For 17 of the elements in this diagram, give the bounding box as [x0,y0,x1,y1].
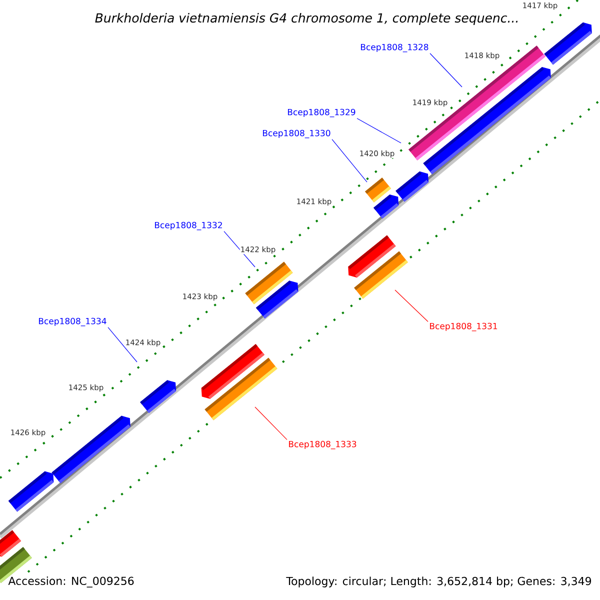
leader-line [430,53,462,88]
leader-line [108,327,138,362]
leader-line [224,231,256,268]
gene-label: Bcep1808_1328 [361,44,428,52]
leader-line [332,139,368,182]
gene-label: Bcep1808_1332 [155,222,222,230]
gene-label: Bcep1808_1329 [288,108,356,118]
summary-text: Topology: circular; Length: 3,652,814 bp; Genes: 3,349 [286,576,592,588]
leader-line [394,290,428,322]
accession-text: Accession: NC_009256 [8,576,134,588]
leader-line [254,406,288,440]
title: Burkholderia vietnamiensis G4 chromosome 1, complete sequenc... [95,12,518,26]
gene-label: Bcep1808_1330 [263,130,330,138]
gene-label: Bcep1808_1331 [430,322,498,332]
gene-label: Bcep1808_1333 [289,440,356,450]
leader-line [356,118,402,144]
gene-label: Bcep1808_1334 [39,318,106,326]
